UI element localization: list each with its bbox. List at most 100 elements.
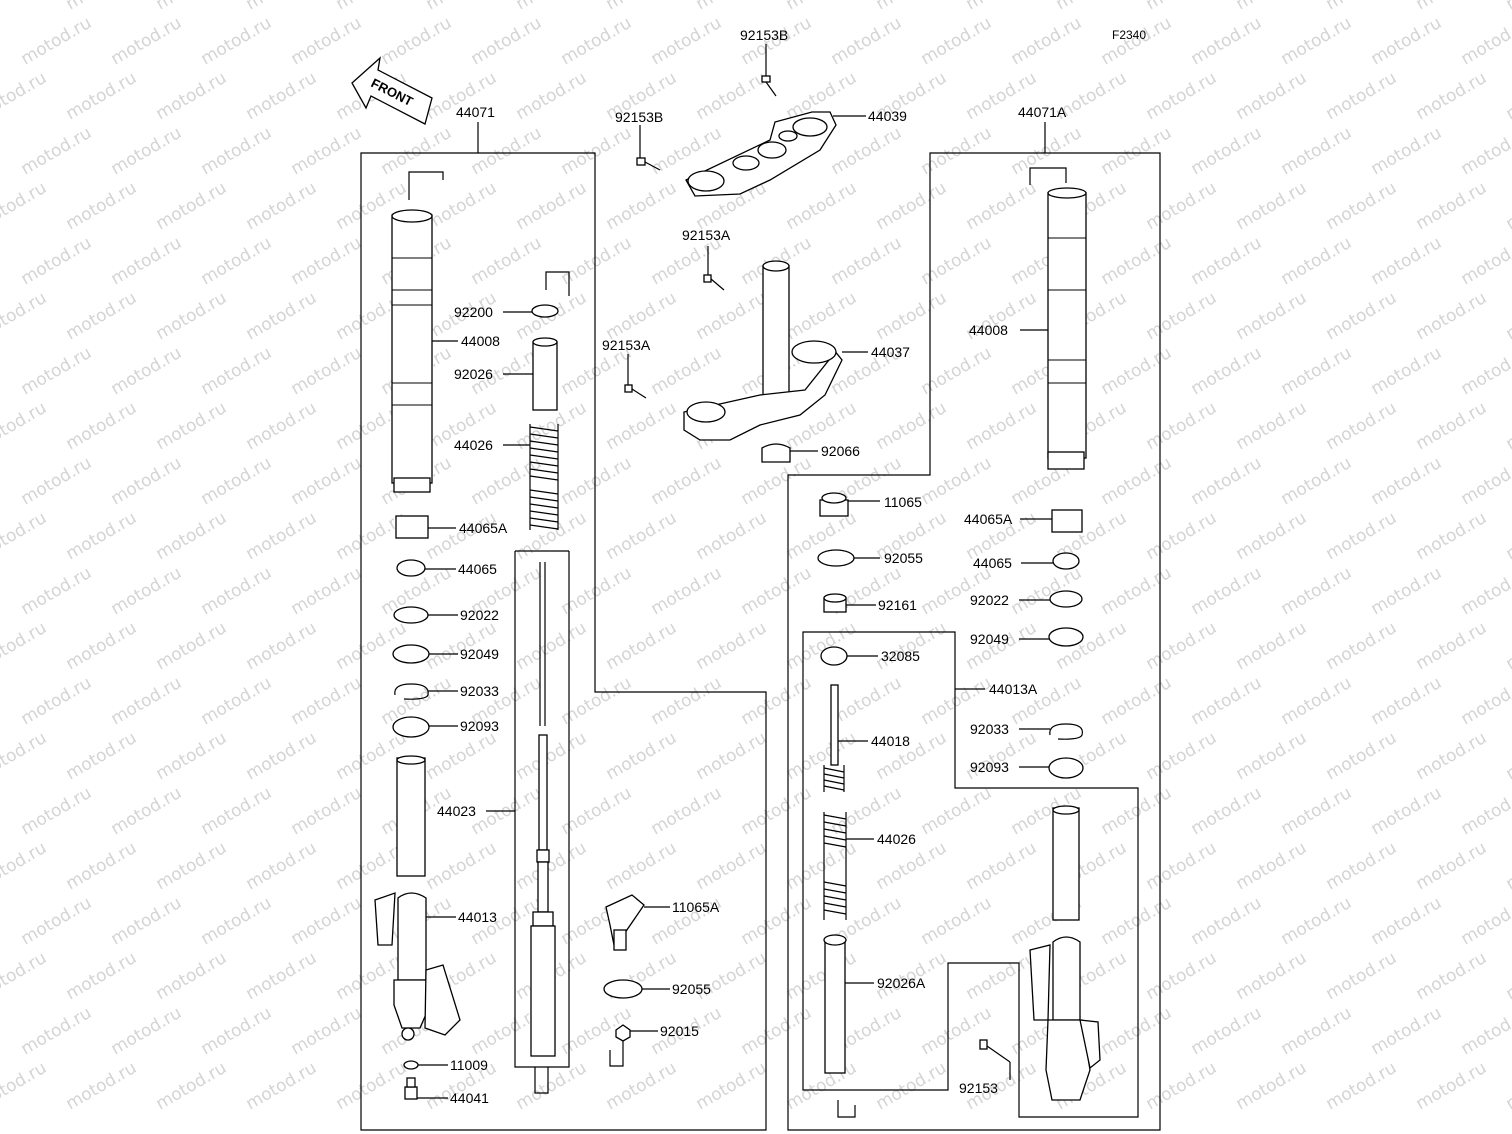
watermark-text: motod.ru xyxy=(1368,13,1446,69)
watermark-text: motod.ru xyxy=(63,68,141,124)
watermark-text: motod.ru xyxy=(828,673,906,729)
label-92066: 92066 xyxy=(821,443,860,459)
watermark-text: motod.ru xyxy=(1458,673,1512,729)
watermark-text: motod.ru xyxy=(0,508,50,564)
watermark-text: motod.ru xyxy=(468,233,546,289)
watermark-text: motod.ru xyxy=(63,0,141,14)
watermark-text: motod.ru xyxy=(1458,893,1512,949)
watermark-text: motod.ru xyxy=(1323,1058,1401,1114)
watermark-text: motod.ru xyxy=(63,288,141,344)
watermark-text: motod.ru xyxy=(288,233,366,289)
watermark-text: motod.ru xyxy=(153,398,231,454)
watermark-text: motod.ru xyxy=(1458,563,1512,619)
watermark-text: motod.ru xyxy=(1368,453,1446,509)
watermark-text: motod.ru xyxy=(1458,233,1512,289)
watermark-text: motod.ru xyxy=(1323,68,1401,124)
watermark-text: motod.ru xyxy=(288,1003,366,1059)
watermark-text: motod.ru xyxy=(288,563,366,619)
watermark-text: motod.ru xyxy=(1278,563,1356,619)
left-fork-tube-44008 xyxy=(391,171,444,493)
rod-44018 xyxy=(823,684,845,792)
watermark-text: motod.ru xyxy=(1503,68,1512,124)
label-92200: 92200 xyxy=(454,304,493,320)
watermark-text: motod.ru xyxy=(1278,13,1356,69)
watermark-text: motod.ru xyxy=(1458,783,1512,839)
watermark-text: motod.ru xyxy=(1503,0,1512,14)
watermark-text: motod.ru xyxy=(1368,563,1446,619)
watermark-text: motod.ru xyxy=(1233,728,1311,784)
oil-seal-92049-left xyxy=(392,644,430,664)
watermark-text: motod.ru xyxy=(648,453,726,509)
watermark-text: motod.ru xyxy=(918,453,996,509)
watermark-text: motod.ru xyxy=(1143,178,1221,234)
watermark-text: motod.ru xyxy=(603,618,681,674)
watermark-text: motod.ru xyxy=(198,893,276,949)
watermark-text: motod.ru xyxy=(1233,178,1311,234)
watermark-text: motod.ru xyxy=(783,838,861,894)
label-44013: 44013 xyxy=(458,909,497,925)
watermark-text: motod.ru xyxy=(63,398,141,454)
watermark-text: motod.ru xyxy=(1323,838,1401,894)
watermark-text: motod.ru xyxy=(1458,13,1512,69)
bolt-44041 xyxy=(404,1077,418,1100)
watermark-text: motod.ru xyxy=(423,508,501,564)
label-11009: 11009 xyxy=(450,1057,488,1073)
watermark-text: motod.ru xyxy=(108,893,186,949)
watermark-text: motod.ru xyxy=(0,618,50,674)
watermark-text: motod.ru xyxy=(1323,178,1401,234)
watermark-text: motod.ru xyxy=(693,0,771,14)
label-11065: 11065 xyxy=(884,494,922,510)
leader-lines xyxy=(417,44,1053,1099)
watermark-text: motod.ru xyxy=(1278,453,1356,509)
watermark-text: motod.ru xyxy=(603,508,681,564)
watermark-text: motod.ru xyxy=(1323,398,1401,454)
watermark-text: motod.ru xyxy=(1413,1058,1491,1114)
watermark-text: motod.ru xyxy=(918,123,996,179)
watermark-text: motod.ru xyxy=(153,178,231,234)
watermark-text: motod.ru xyxy=(1188,13,1266,69)
watermark-text: motod.ru xyxy=(243,0,321,14)
watermark-text: motod.ru xyxy=(1233,398,1311,454)
watermark-text: motod.ru xyxy=(1233,838,1311,894)
watermark-text: motod.ru xyxy=(648,343,726,399)
watermark-text: motod.ru xyxy=(243,398,321,454)
watermark-text: motod.ru xyxy=(1368,1003,1446,1059)
watermark-text: motod.ru xyxy=(963,178,1041,234)
o-ring-92055-left xyxy=(603,979,643,999)
watermark-text: motod.ru xyxy=(1503,948,1512,1004)
watermark-text: motod.ru xyxy=(18,233,96,289)
watermark-text: motod.ru xyxy=(648,673,726,729)
watermark-text: motod.ru xyxy=(0,728,50,784)
watermark-text: motod.ru xyxy=(603,728,681,784)
bolt-92153B-left xyxy=(636,157,661,171)
watermark-text: motod.ru xyxy=(63,948,141,1004)
watermark-text: motod.ru xyxy=(108,563,186,619)
label-92153B-top: 92153B xyxy=(740,27,788,43)
watermark-text: motod.ru xyxy=(18,893,96,949)
watermark-text: motod.ru xyxy=(243,618,321,674)
outer-tube-44013A xyxy=(1029,805,1101,1101)
watermark-text: motod.ru xyxy=(603,398,681,454)
watermark-text: motod.ru xyxy=(1143,948,1221,1004)
watermark-text: motod.ru xyxy=(423,838,501,894)
watermark-text: motod.ru xyxy=(693,728,771,784)
watermark-text: motod.ru xyxy=(63,618,141,674)
watermark-text: motod.ru xyxy=(873,1058,951,1114)
watermark-text: motod.ru xyxy=(1503,288,1512,344)
watermark-text: motod.ru xyxy=(0,0,50,14)
label-44041: 44041 xyxy=(450,1090,489,1106)
watermark-text: motod.ru xyxy=(108,783,186,839)
watermark-text: motod.ru xyxy=(153,68,231,124)
label-44023: 44023 xyxy=(437,803,476,819)
watermark-text: motod.ru xyxy=(108,123,186,179)
label-44026-right: 44026 xyxy=(877,831,916,847)
watermark-text: motod.ru xyxy=(1413,508,1491,564)
lower-triple-clamp-stem xyxy=(683,260,843,463)
watermark-text: motod.ru xyxy=(468,13,546,69)
watermark-text: motod.ru xyxy=(1503,728,1512,784)
watermark-text: motod.ru xyxy=(1278,123,1356,179)
nut-92161 xyxy=(823,593,847,613)
watermark-text: motod.ru xyxy=(1233,508,1311,564)
watermark-text: motod.ru xyxy=(1098,453,1176,509)
watermark-text: motod.ru xyxy=(513,178,591,234)
